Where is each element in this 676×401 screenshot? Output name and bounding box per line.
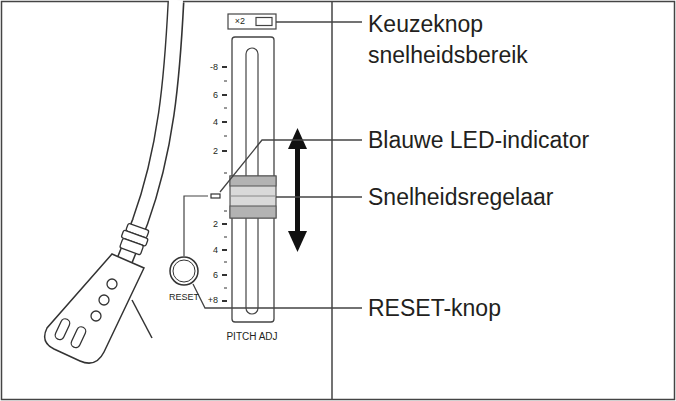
slider-knob-line [230,196,276,197]
reset-button-inner [173,260,195,282]
leader-line [193,284,362,308]
callout-label: Snelheidsregelaar [368,184,553,210]
headshell [45,254,144,363]
callout-label: Blauwe LED-indicator [368,127,589,153]
scale-number: 6 [213,270,218,280]
scale-number: 2 [213,146,218,156]
leader-line [276,196,362,197]
button-label: ×2 [235,16,245,26]
finger-lift [132,300,152,338]
headshell-hole [91,311,101,321]
leader-lines [193,22,362,308]
double-arrow [288,128,307,252]
callout-label: RESET-knop [368,295,501,321]
headshell-hole [99,295,109,305]
reset-button [170,257,198,285]
led-indicator [211,194,220,198]
leader-line [276,21,362,22]
scale-number: 6 [213,90,218,100]
button-label: RESET [169,292,199,302]
scale-number: 2 [213,219,218,229]
scale-number: 4 [213,245,218,255]
headshell-hole [107,279,117,289]
callout-label: Keuzeknop snelheidsbereik [368,9,608,71]
divider-line [331,1,333,400]
tonearm-collar [118,222,151,255]
range-button-key [256,18,272,26]
reset-bracket [184,196,208,256]
headshell-slot [54,317,71,341]
panel-label: PITCH ADJ [226,331,277,343]
leader-line [220,140,362,192]
slider-knob-band [230,206,276,218]
tonearm-tube-inner [124,0,176,262]
slider-knob-band [230,176,276,186]
range-button [228,14,276,29]
slider-knob [230,176,276,218]
headshell-slot [70,325,87,349]
scale-number: 4 [213,117,218,127]
scale-number: -8 [210,62,218,72]
scale-number: +8 [208,295,218,305]
